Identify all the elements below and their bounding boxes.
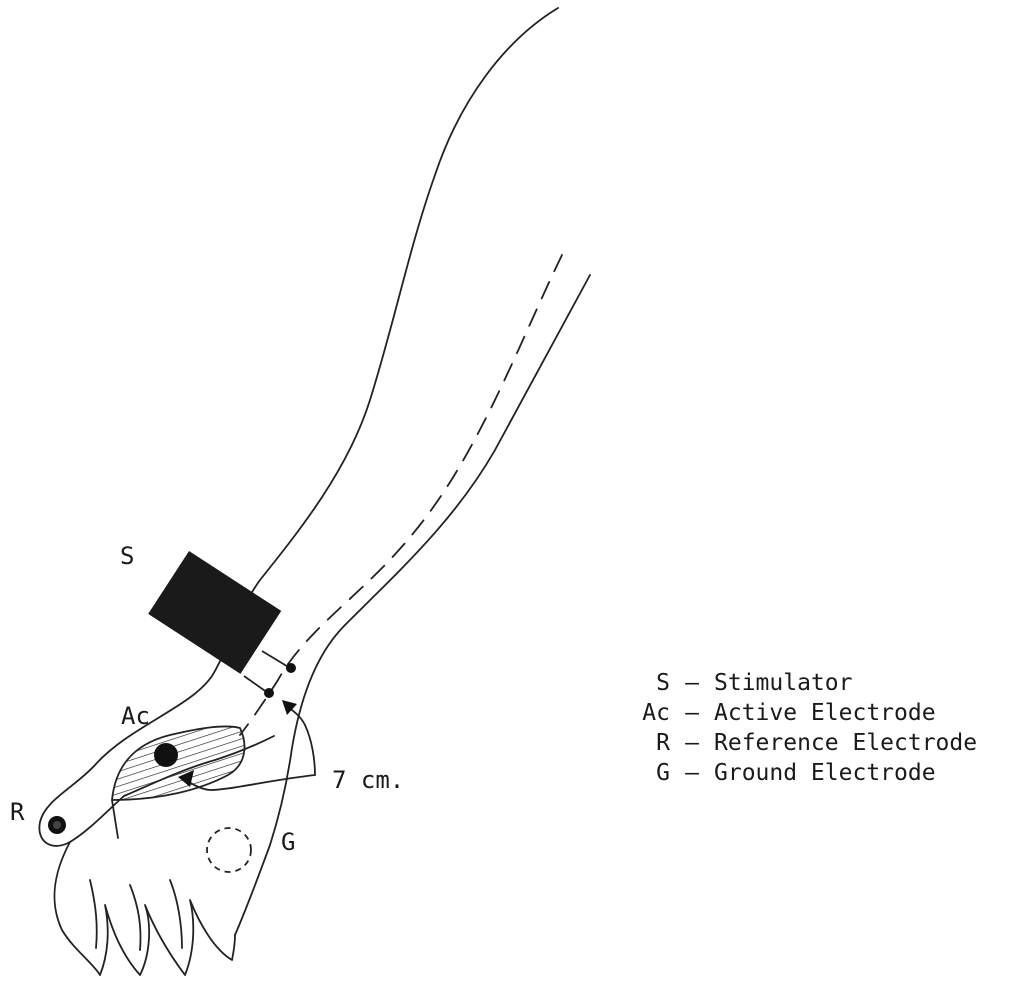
legend-item-ground-electrode: G – Ground Electrode (612, 758, 977, 788)
legend-text: Active Electrode (714, 698, 936, 728)
legend-dash: – (670, 758, 714, 788)
legend-dash: – (670, 728, 714, 758)
legend-item-reference-electrode: R – Reference Electrode (612, 728, 977, 758)
legend-key: Ac (612, 698, 670, 728)
legend-text: Reference Electrode (714, 728, 977, 758)
label-r: R (10, 800, 24, 824)
finger-lines (90, 880, 182, 950)
nerve-dashed-line (240, 255, 562, 735)
legend-key: S (612, 668, 670, 698)
arm-outer-contour (39, 8, 558, 846)
stimulator-body (148, 551, 281, 674)
legend-dash: – (670, 668, 714, 698)
active-electrode (154, 743, 178, 767)
label-g: G (281, 830, 295, 854)
legend-key: G (612, 758, 670, 788)
legend-dash: – (670, 698, 714, 728)
legend-text: Stimulator (714, 668, 852, 698)
legend-item-stimulator: S – Stimulator (612, 668, 977, 698)
stimulator-lead-1 (262, 651, 290, 668)
reference-electrode-center (53, 821, 61, 829)
legend-item-active-electrode: Ac – Active Electrode (612, 698, 977, 728)
legend-key: R (612, 728, 670, 758)
label-distance: 7 cm. (332, 768, 404, 792)
label-s: S (120, 544, 134, 568)
legend-text: Ground Electrode (714, 758, 936, 788)
stimulator-electrode-2 (264, 688, 274, 698)
stimulator-electrode-1 (286, 663, 296, 673)
ground-electrode (207, 828, 251, 872)
label-ac: Ac (121, 704, 150, 728)
legend: S – Stimulator Ac – Active Electrode R –… (612, 668, 977, 788)
stimulator (148, 551, 296, 698)
fingers-outline (54, 842, 235, 975)
stimulator-lead-2 (244, 676, 268, 693)
